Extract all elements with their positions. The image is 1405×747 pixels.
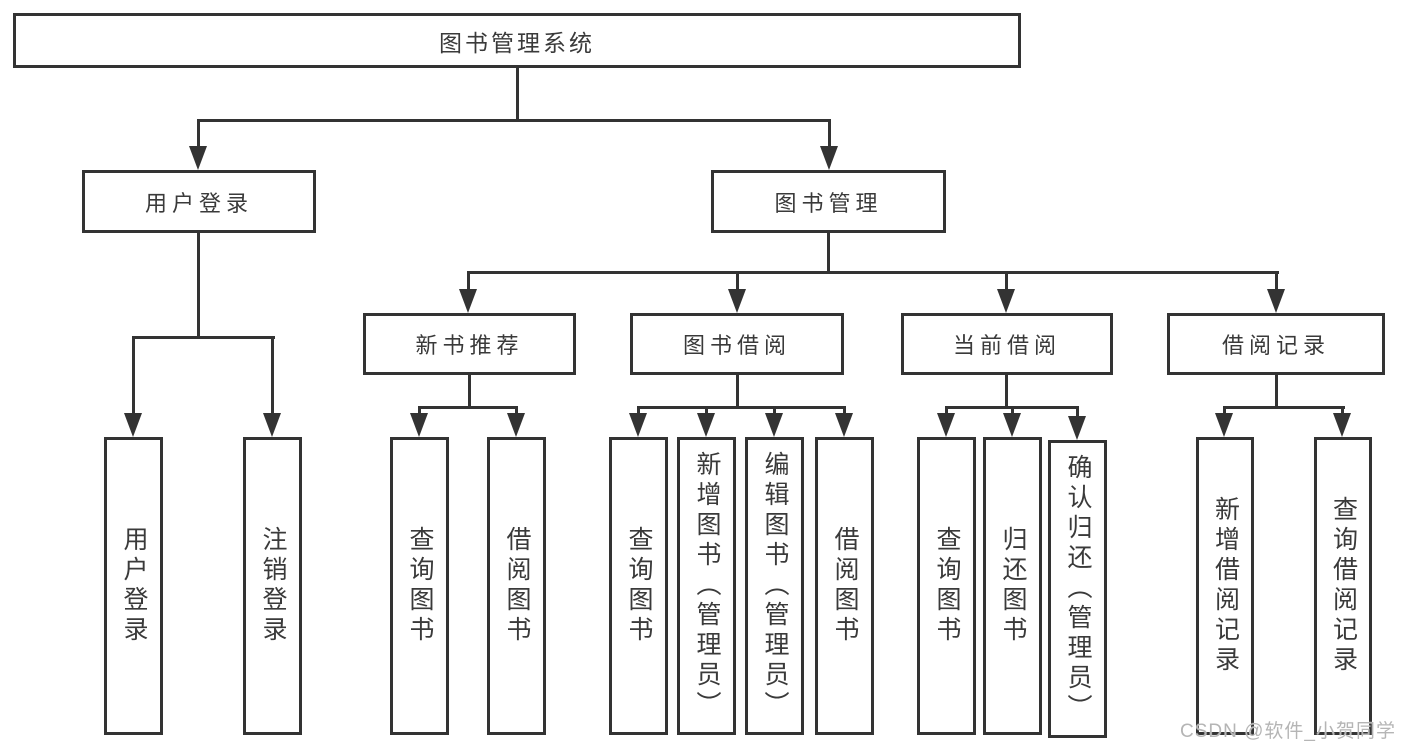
connector-line: [1011, 406, 1014, 416]
arrow-down-icon: [1267, 289, 1285, 313]
node-user-login: 用户登录: [82, 170, 316, 233]
leaf-add-borrow-record-label: 新增借阅记录: [1211, 496, 1240, 676]
connector-line: [515, 406, 518, 416]
leaf-borrow-books-recommend-label: 借阅图书: [503, 526, 531, 646]
node-book-management: 图书管理: [711, 170, 946, 233]
connector-line: [637, 406, 846, 409]
connector-line: [132, 336, 275, 339]
arrow-down-icon: [459, 289, 477, 313]
leaf-query-borrow-record-label: 查询借阅记录: [1329, 496, 1358, 676]
leaf-edit-book-admin: 编辑图书（管理员）: [745, 437, 804, 735]
leaf-confirm-return-admin-label: 确认归还（管理员）: [1064, 454, 1092, 724]
connector-line: [773, 406, 776, 416]
connector-line: [1223, 406, 1345, 409]
leaf-user-login-label: 用户登录: [120, 526, 148, 646]
leaf-add-book-admin-label: 新增图书（管理员）: [693, 451, 721, 721]
node-root: 图书管理系统: [13, 13, 1021, 68]
node-borrow-records-label: 借阅记录: [1221, 333, 1330, 358]
leaf-query-books-current: 查询图书: [917, 437, 976, 735]
arrow-down-icon: [1068, 416, 1086, 440]
connector-line: [1341, 406, 1344, 416]
connector-line: [197, 119, 831, 122]
arrow-down-icon: [997, 289, 1015, 313]
connector-line: [197, 233, 200, 339]
arrow-down-icon: [507, 413, 525, 437]
leaf-return-book-label: 归还图书: [999, 526, 1027, 646]
arrow-down-icon: [410, 413, 428, 437]
connector-line: [132, 336, 135, 414]
leaf-borrow-books: 借阅图书: [815, 437, 874, 735]
leaf-logout-label: 注销登录: [259, 526, 287, 646]
connector-line: [1223, 406, 1226, 416]
leaf-query-books-current-label: 查询图书: [933, 526, 961, 646]
node-current-borrow-label: 当前借阅: [952, 333, 1061, 358]
arrow-down-icon: [820, 146, 838, 170]
connector-line: [418, 406, 421, 416]
connector-line: [1275, 375, 1278, 409]
node-user-login-label: 用户登录: [144, 190, 253, 216]
leaf-query-books-borrow-label: 查询图书: [625, 526, 653, 646]
connector-line: [827, 233, 830, 274]
connector-line: [467, 271, 470, 291]
node-book-management-label: 图书管理: [774, 190, 883, 216]
connector-line: [1275, 271, 1278, 291]
arrow-down-icon: [263, 413, 281, 437]
connector-line: [637, 406, 640, 416]
connector-line: [418, 406, 518, 409]
leaf-logout: 注销登录: [243, 437, 302, 735]
node-new-book-recommend: 新书推荐: [363, 313, 576, 375]
arrow-down-icon: [697, 413, 715, 437]
connector-line: [197, 119, 200, 151]
leaf-borrow-books-label: 借阅图书: [831, 526, 859, 646]
leaf-edit-book-admin-label: 编辑图书（管理员）: [761, 451, 789, 721]
node-new-book-recommend-label: 新书推荐: [415, 333, 524, 358]
leaf-borrow-books-recommend: 借阅图书: [487, 437, 546, 735]
connector-line: [516, 68, 519, 122]
leaf-return-book: 归还图书: [983, 437, 1042, 735]
node-book-borrow: 图书借阅: [630, 313, 844, 375]
arrow-down-icon: [1215, 413, 1233, 437]
connector-line: [736, 375, 739, 409]
arrow-down-icon: [937, 413, 955, 437]
leaf-query-books-recommend: 查询图书: [390, 437, 449, 735]
leaf-query-borrow-record: 查询借阅记录: [1314, 437, 1372, 735]
connector-line: [467, 271, 1279, 274]
arrow-down-icon: [189, 146, 207, 170]
leaf-add-borrow-record: 新增借阅记录: [1196, 437, 1254, 735]
arrow-down-icon: [1333, 413, 1351, 437]
node-borrow-records: 借阅记录: [1167, 313, 1385, 375]
leaf-add-book-admin: 新增图书（管理员）: [677, 437, 736, 735]
arrow-down-icon: [835, 413, 853, 437]
connector-line: [468, 375, 471, 409]
arrow-down-icon: [728, 289, 746, 313]
leaf-user-login: 用户登录: [104, 437, 163, 735]
connector-line: [945, 406, 948, 416]
connector-line: [271, 336, 274, 414]
arrow-down-icon: [1003, 413, 1021, 437]
connector-line: [1005, 271, 1008, 291]
node-root-label: 图书管理系统: [439, 29, 595, 56]
connector-line: [1005, 375, 1008, 409]
connector-line: [736, 271, 739, 291]
connector-line: [705, 406, 708, 416]
arrow-down-icon: [765, 413, 783, 437]
node-book-borrow-label: 图书借阅: [682, 333, 791, 358]
connector-line: [843, 406, 846, 416]
connector-line: [1076, 406, 1079, 418]
leaf-query-books-recommend-label: 查询图书: [406, 526, 434, 646]
connector-line: [828, 119, 831, 151]
arrow-down-icon: [629, 413, 647, 437]
leaf-query-books-borrow: 查询图书: [609, 437, 668, 735]
node-current-borrow: 当前借阅: [901, 313, 1113, 375]
leaf-confirm-return-admin: 确认归还（管理员）: [1048, 440, 1107, 738]
arrow-down-icon: [124, 413, 142, 437]
watermark: CSDN @软件_小贺同学: [1180, 721, 1396, 742]
